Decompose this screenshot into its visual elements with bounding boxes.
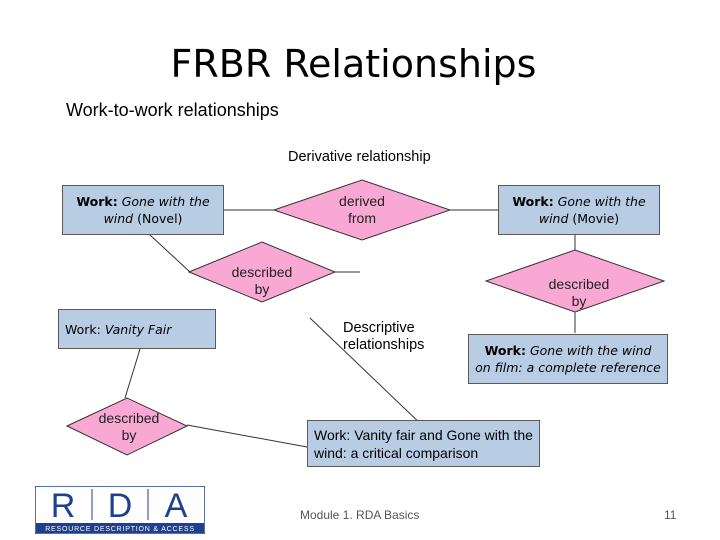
logo-letter-d: D [108, 487, 133, 525]
logo-tagline: RESOURCE DESCRIPTION & ACCESS [45, 526, 195, 533]
work-box-on-film: Work: Gone with the wind on film: a comp… [468, 334, 668, 384]
page-title: FRBR Relationships [170, 42, 537, 86]
diamond-derived-from [272, 179, 452, 241]
footer-page-number: 11 [664, 508, 677, 522]
work-box-movie: Work: Gone with the wind (Movie) [498, 185, 660, 235]
diamond-described-by-2 [484, 249, 666, 313]
footer-module: Module 1. RDA Basics [300, 508, 420, 522]
derivative-relationship-label: Derivative relationship [288, 149, 431, 165]
work-box-novel: Work: Gone with the wind (Novel) [62, 185, 224, 235]
logo-letter-a: A [165, 487, 188, 525]
work-box-vanity-fair: Work: Vanity Fair [58, 309, 216, 349]
section-subtitle: Work-to-work relationships [66, 100, 279, 120]
diamond-described-by-1 [187, 241, 337, 303]
diamond-described-by-3 [65, 397, 189, 456]
logo-letter-r: R [51, 487, 76, 525]
work-box-critical-comparison: Work: Vanity fair and Gone with the wind… [307, 420, 540, 467]
rda-logo: R D A RESOURCE DESCRIPTION & ACCESS [34, 485, 206, 535]
